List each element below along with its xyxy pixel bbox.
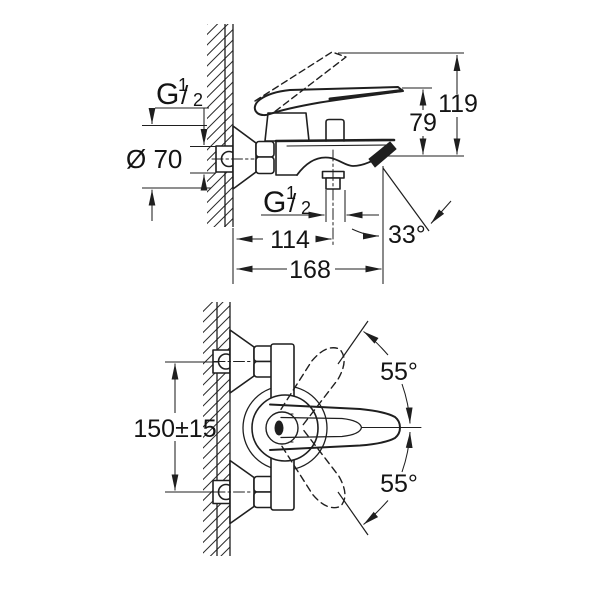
supply-thread-denominator: 2 bbox=[193, 90, 203, 110]
wall-hatching bbox=[207, 24, 233, 227]
diverter-knob bbox=[325, 118, 345, 142]
supply-thread-slash: / bbox=[181, 80, 189, 110]
swing-up-line bbox=[337, 320, 369, 365]
swing-angle-down-label: 55° bbox=[380, 470, 418, 498]
spout-angle-line bbox=[382, 167, 430, 232]
spout-outlet-face bbox=[368, 141, 397, 168]
union-nut-top bbox=[253, 345, 274, 378]
outlet-thread-g: G bbox=[263, 186, 286, 219]
spout-underside bbox=[296, 156, 372, 176]
lever-handle-raised-dashed bbox=[254, 51, 347, 114]
spout-top-edge bbox=[274, 138, 396, 143]
side-view-wall bbox=[207, 24, 234, 227]
outlet-thread-slash: / bbox=[289, 188, 297, 218]
spout-top-inner-line bbox=[286, 144, 388, 147]
supply-thread-g: G bbox=[156, 78, 179, 111]
swing-angle-up-label: 55° bbox=[380, 358, 418, 386]
dim-79-label: 79 bbox=[409, 109, 437, 137]
union-nut-side bbox=[255, 140, 275, 175]
side-view-faucet bbox=[211, 51, 404, 247]
dim-168-label: 168 bbox=[289, 256, 331, 284]
dim-114-label: 114 bbox=[270, 226, 310, 254]
lever-handle-underside-accent bbox=[328, 89, 404, 101]
lever-slot bbox=[274, 420, 284, 436]
lever-handle-side bbox=[253, 86, 404, 117]
dim-119-label: 119 bbox=[438, 90, 478, 118]
outlet-thread-numerator: 1 bbox=[286, 183, 296, 203]
spout-angle-label: 33° bbox=[388, 221, 426, 249]
swing-down-line bbox=[337, 491, 369, 536]
outlet-thread-denominator: 2 bbox=[301, 198, 311, 218]
dim-150-label: 150±15 bbox=[133, 415, 216, 443]
union-nut-bottom bbox=[253, 475, 274, 509]
supply-thread-numerator: 1 bbox=[178, 75, 188, 95]
supply-thread-label: G 1 / 2 bbox=[156, 75, 203, 111]
front-view-dimensions bbox=[165, 320, 413, 536]
side-view-dimensions bbox=[142, 52, 464, 284]
outlet-thread-label: G 1 / 2 bbox=[263, 183, 311, 219]
body-side bbox=[275, 140, 298, 176]
dimension-labels: G 1 / 2 Ø 70 G 1 / 2 114 168 79 119 33° … bbox=[126, 75, 478, 498]
escutcheon-diameter-label: Ø 70 bbox=[126, 144, 182, 174]
